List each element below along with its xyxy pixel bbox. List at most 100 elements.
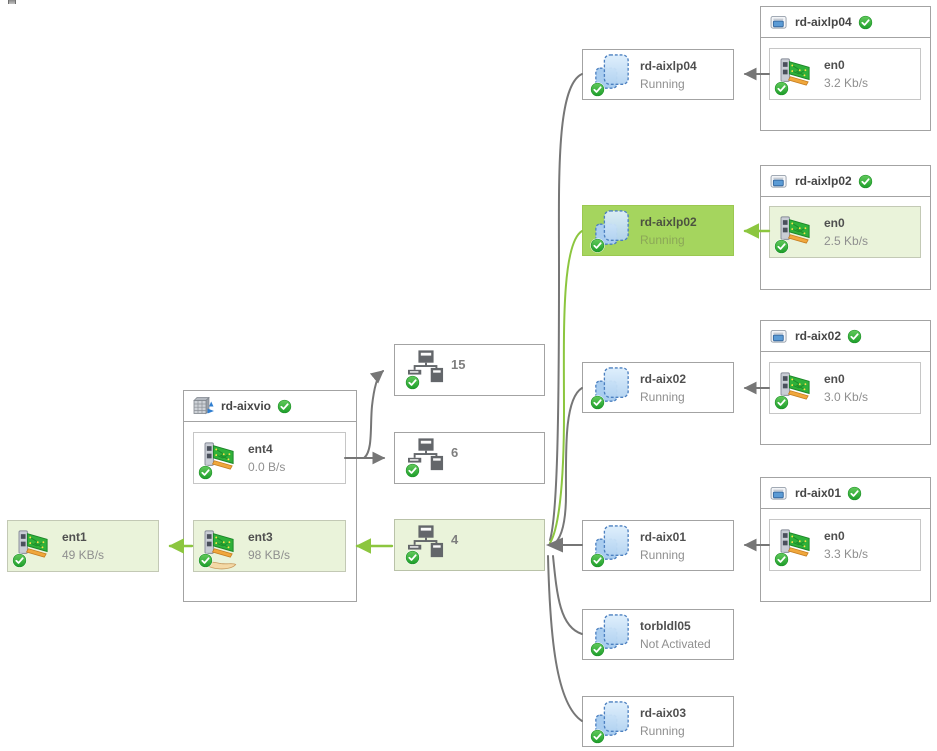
lpar-status: Running <box>640 232 685 247</box>
node-en0-rd-aix02[interactable]: en0 3.0 Kb/s <box>769 362 921 414</box>
network-card-hand-icon <box>203 529 237 564</box>
network-card-icon <box>779 528 813 563</box>
node-vlan-6[interactable]: 6 <box>394 432 545 484</box>
virtual-machine-icon <box>770 15 789 30</box>
network-switch-icon <box>408 525 444 563</box>
adapter-label: en0 <box>824 372 845 386</box>
partition-icon <box>593 699 631 744</box>
partition-icon <box>593 208 631 253</box>
status-ok-icon <box>277 399 292 414</box>
adapter-rate: 2.5 Kb/s <box>824 234 869 248</box>
network-card-icon <box>203 441 237 476</box>
partition-icon <box>593 365 631 410</box>
connector-aix02-vlan4 <box>552 387 583 546</box>
partition-icon <box>593 52 631 97</box>
connector-lp02-vlan4-highlight <box>549 230 583 544</box>
adapter-rate: 3.2 Kb/s <box>824 76 869 90</box>
lpar-label: rd-aix02 <box>640 371 687 386</box>
adapter-rate: 98 KB/s <box>248 548 291 562</box>
vlan-id: 6 <box>451 445 459 460</box>
host-header: rd-aix01 <box>761 478 930 509</box>
status-ok-icon <box>858 15 873 30</box>
adapter-rate: 3.3 Kb/s <box>824 547 869 561</box>
host-header: rd-aixlp04 <box>761 7 930 38</box>
adapter-label: ent4 <box>248 442 273 456</box>
network-card-icon <box>779 57 813 92</box>
connector-aix03-vlan4 <box>547 555 583 722</box>
node-ent1[interactable]: ent1 49 KB/s <box>7 520 159 572</box>
status-ok-icon <box>590 82 605 97</box>
status-ok-icon <box>590 553 605 568</box>
network-card-icon <box>779 215 813 250</box>
network-card-icon <box>779 371 813 406</box>
node-vlan-15[interactable]: 15 <box>394 344 545 396</box>
server-stack-icon <box>193 397 215 415</box>
node-host-rd-aix02[interactable]: rd-aix02 en0 3.0 Kb/s <box>760 320 931 445</box>
lpar-label: torbldl05 <box>640 618 691 633</box>
host-title: rd-aixlp02 <box>795 174 852 188</box>
status-ok-icon <box>774 395 789 410</box>
node-lpar-rd-aix02[interactable]: rd-aix02 Running <box>582 362 734 413</box>
vio-header: rd-aixvio <box>184 391 356 422</box>
node-en0-rd-aixlp02[interactable]: en0 2.5 Kb/s <box>769 206 921 258</box>
node-lpar-rd-aixlp02[interactable]: rd-aixlp02 Running <box>582 205 734 256</box>
virtual-machine-icon <box>770 329 789 344</box>
node-lpar-torbldl05[interactable]: torbldl05 Not Activated <box>582 609 734 660</box>
adapter-label: en0 <box>824 216 845 230</box>
network-card-icon <box>17 529 51 564</box>
lpar-label: rd-aix01 <box>640 529 687 544</box>
lpar-label: rd-aixlp04 <box>640 58 697 73</box>
node-vlan-4[interactable]: 4 <box>394 519 545 571</box>
node-ent4[interactable]: ent4 0.0 B/s <box>193 432 346 484</box>
partition-icon <box>593 523 631 568</box>
adapter-rate: 49 KB/s <box>62 548 105 562</box>
lpar-label: rd-aix03 <box>640 705 687 720</box>
status-ok-icon <box>198 553 213 568</box>
status-ok-icon <box>405 550 420 565</box>
node-ent3[interactable]: ent3 98 KB/s <box>193 520 346 572</box>
status-ok-icon <box>590 642 605 657</box>
lpar-status: Running <box>640 76 685 91</box>
status-ok-icon <box>405 375 420 390</box>
connector-ent4-vlan15 <box>363 370 384 459</box>
virtual-machine-icon <box>770 486 789 501</box>
status-ok-icon <box>405 463 420 478</box>
status-ok-icon <box>590 395 605 410</box>
clipped-toolbar-icon <box>8 0 16 4</box>
status-ok-icon <box>774 81 789 96</box>
lpar-label: rd-aixlp02 <box>640 214 697 229</box>
status-ok-icon <box>198 465 213 480</box>
host-header: rd-aix02 <box>761 321 930 352</box>
vlan-id: 4 <box>451 532 459 547</box>
lpar-status: Not Activated <box>640 636 711 651</box>
node-en0-rd-aixlp04[interactable]: en0 3.2 Kb/s <box>769 48 921 100</box>
lpar-status: Running <box>640 723 685 738</box>
node-lpar-rd-aix01[interactable]: rd-aix01 Running <box>582 520 734 571</box>
node-host-rd-aix01[interactable]: rd-aix01 en0 3.3 Kb/s <box>760 477 931 602</box>
host-title: rd-aix02 <box>795 329 842 343</box>
network-switch-icon <box>408 438 444 476</box>
node-en0-rd-aix01[interactable]: en0 3.3 Kb/s <box>769 519 921 571</box>
network-switch-icon <box>408 350 444 388</box>
vio-title: rd-aixvio <box>221 399 272 413</box>
status-ok-icon <box>858 174 873 189</box>
connector-lp04-vlan4 <box>549 73 583 541</box>
status-ok-icon <box>12 553 27 568</box>
adapter-label: en0 <box>824 529 845 543</box>
adapter-label: ent1 <box>62 530 87 544</box>
status-ok-icon <box>590 729 605 744</box>
host-title: rd-aixlp04 <box>795 15 852 29</box>
connector-torbldl05-vlan4 <box>552 555 583 635</box>
status-ok-icon <box>847 329 862 344</box>
lpar-status: Running <box>640 389 685 404</box>
adapter-rate: 0.0 B/s <box>248 460 286 474</box>
status-ok-icon <box>590 238 605 253</box>
vlan-id: 15 <box>451 357 466 372</box>
status-ok-icon <box>847 486 862 501</box>
partition-icon <box>593 612 631 657</box>
node-lpar-rd-aix03[interactable]: rd-aix03 Running <box>582 696 734 747</box>
node-rd-aixvio[interactable]: rd-aixvio ent4 0.0 B/s ent3 98 KB/s <box>183 390 357 602</box>
node-lpar-rd-aixlp04[interactable]: rd-aixlp04 Running <box>582 49 734 100</box>
node-host-rd-aixlp04[interactable]: rd-aixlp04 en0 3.2 Kb/s <box>760 6 931 131</box>
node-host-rd-aixlp02[interactable]: rd-aixlp02 en0 2.5 Kb/s <box>760 165 931 290</box>
